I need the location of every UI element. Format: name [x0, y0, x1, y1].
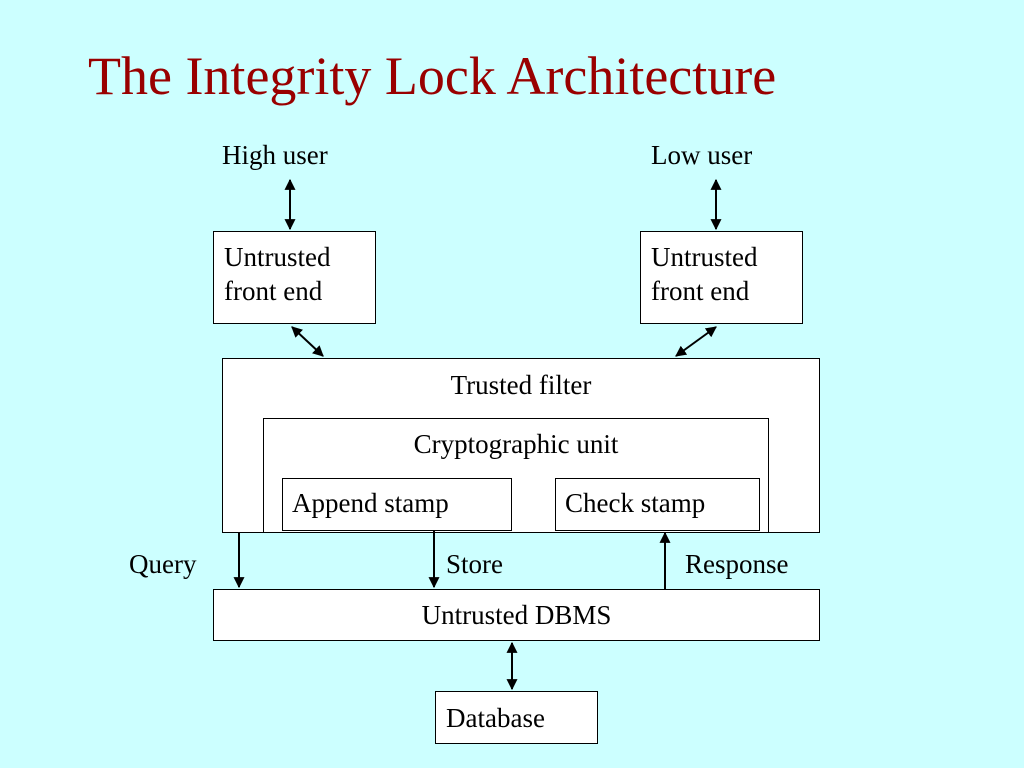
trusted-filter-label: Trusted filter — [450, 370, 592, 400]
check-stamp-box: Check stamp — [555, 478, 760, 531]
store-label: Store — [446, 549, 503, 579]
front-end-high-line-1: Untrusted — [224, 242, 331, 272]
high-user-label: High user — [222, 140, 328, 170]
untrusted-front-end-high: Untrusted front end — [213, 231, 376, 324]
cryptographic-unit-label: Cryptographic unit — [413, 429, 619, 459]
untrusted-dbms-label: Untrusted DBMS — [421, 600, 612, 630]
append-stamp-label: Append stamp — [292, 488, 449, 518]
low-user-label: Low user — [651, 140, 753, 170]
front-end-low-to-filter-arrow — [675, 326, 717, 357]
query-label: Query — [129, 549, 197, 579]
front-end-low-line-1: Untrusted — [651, 242, 758, 272]
untrusted-front-end-low: Untrusted front end — [640, 231, 803, 324]
check-stamp-label: Check stamp — [565, 488, 706, 518]
append-stamp-box: Append stamp — [282, 478, 512, 531]
database-label: Database — [446, 703, 545, 733]
front-end-low-line-2: front end — [651, 275, 750, 306]
response-label: Response — [685, 549, 789, 579]
database-box: Database — [435, 691, 598, 744]
page-title: The Integrity Lock Architecture — [88, 46, 777, 106]
front-end-high-line-2: front end — [224, 275, 323, 306]
front-end-high-to-filter-arrow — [291, 326, 324, 357]
untrusted-dbms-box: Untrusted DBMS — [213, 589, 820, 641]
